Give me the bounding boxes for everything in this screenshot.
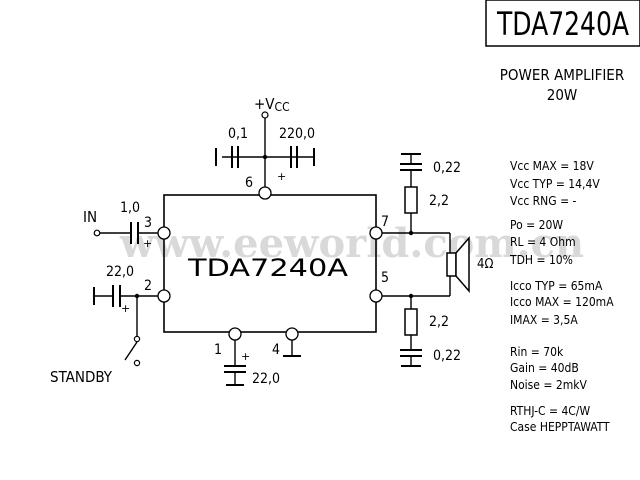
spec-name: Icco TYP xyxy=(510,279,558,293)
pin-3 xyxy=(157,226,171,240)
spec-name: Icco MAX xyxy=(510,295,563,309)
speaker-icon xyxy=(446,233,470,296)
spec-row: RL = 4 Ohm xyxy=(510,235,576,249)
spec-name: Vcc RNG xyxy=(510,194,560,208)
spec-value: = 65mA xyxy=(558,279,603,293)
zobel-resistor-bottom xyxy=(404,308,418,336)
spec-row: Po = 20W xyxy=(510,218,563,232)
part-number-title: TDA7240A xyxy=(496,5,629,43)
capacitor-pin-1 xyxy=(224,340,246,386)
pin-1-label: 1 xyxy=(214,342,222,358)
input-terminal xyxy=(93,229,131,237)
spec-value: = 2mkV xyxy=(543,378,587,392)
c-dec-small-label: 0,1 xyxy=(228,126,248,142)
zobel-capacitor-bottom xyxy=(400,335,422,367)
c-zobel-bottom-label: 0,22 xyxy=(433,348,461,364)
vcc-label-main: +V xyxy=(254,95,275,113)
spec-name: Po xyxy=(510,218,526,232)
c-zobel-top-label: 0,22 xyxy=(433,160,461,176)
c-in-label: 1,0 xyxy=(120,200,140,216)
spec-value: = 14,4V xyxy=(556,177,601,191)
r-zobel-bottom-label: 2,2 xyxy=(429,314,449,330)
vcc-label: +VCC xyxy=(254,95,290,114)
input-label: IN xyxy=(83,208,97,226)
capacitor-input xyxy=(130,222,158,244)
spec-name: RTHJ-C xyxy=(510,404,549,418)
zobel-resistor-top xyxy=(404,186,418,214)
spec-value: = - xyxy=(560,194,576,208)
vcc-junction-dot xyxy=(262,154,268,160)
pin-4-label: 4 xyxy=(272,342,280,358)
zobel-capacitor-top xyxy=(400,153,422,187)
standby-label: STANDBY xyxy=(50,368,113,386)
c-in-polarity: + xyxy=(143,237,152,250)
spec-value: HEPPTAWATT xyxy=(540,420,610,434)
spec-value: = 120mA xyxy=(563,295,615,309)
spec-name: Vcc MAX xyxy=(510,159,560,173)
pin-5-label: 5 xyxy=(381,270,389,286)
c-pin-1-label: 22,0 xyxy=(252,371,280,387)
vcc-supply-terminal xyxy=(261,111,269,188)
ground-pin-4 xyxy=(283,340,301,357)
spec-name: Case xyxy=(510,420,540,434)
spec-list: Vcc MAX = 18V Vcc TYP = 14,4V Vcc RNG = - P… xyxy=(509,159,614,434)
pin-6 xyxy=(258,186,272,200)
pin-2 xyxy=(157,289,171,303)
c-dec-large-label: 220,0 xyxy=(279,126,315,142)
spec-row: Vcc TYP = 14,4V xyxy=(510,177,600,191)
spec-row: Case HEPPTAWATT xyxy=(510,420,610,434)
spec-row: Noise = 2mkV xyxy=(510,378,587,392)
pin-5 xyxy=(369,289,383,303)
c-dec-polarity: + xyxy=(277,170,286,183)
pin-6-label: 6 xyxy=(245,175,253,191)
spec-row: RTHJ-C = 4C/W xyxy=(510,404,590,418)
vcc-label-subscript: CC xyxy=(275,100,290,114)
subtitle-power-rating: 20W xyxy=(547,86,578,104)
pin-2-label: 2 xyxy=(144,278,152,294)
c-pin-1-polarity: + xyxy=(241,350,250,363)
pin-1 xyxy=(228,327,242,341)
c-standby-polarity: + xyxy=(121,302,130,315)
spec-row: TDH = 10% xyxy=(509,253,573,267)
pin-4 xyxy=(285,327,299,341)
title-box xyxy=(485,0,640,47)
r-zobel-top-label: 2,2 xyxy=(429,193,449,209)
spec-name: Rin xyxy=(510,345,531,359)
spec-row: Icco TYP = 65mA xyxy=(510,279,603,293)
standby-switch xyxy=(124,296,141,367)
pin-7-label: 7 xyxy=(381,214,389,230)
spec-row: IMAX = 3,5A xyxy=(510,313,578,327)
spec-row: Icco MAX = 120mA xyxy=(510,295,614,309)
spec-value: = 40dB xyxy=(538,361,578,375)
spec-value: = 4 Ohm xyxy=(527,235,576,249)
spec-name: Vcc TYP xyxy=(510,177,556,191)
spec-row: Rin = 70k xyxy=(510,345,564,359)
spec-value: = 70k xyxy=(531,345,564,359)
spec-name: Noise xyxy=(510,378,543,392)
capacitor-220-0 xyxy=(290,146,315,168)
spec-name: TDH xyxy=(509,253,536,267)
spec-value: = 4C/W xyxy=(549,404,591,418)
speaker-impedance-label: 4Ω xyxy=(477,257,493,272)
spec-name: RL xyxy=(510,235,527,249)
spec-value: = 18V xyxy=(560,159,594,173)
spec-row: Gain = 40dB xyxy=(510,361,579,375)
spec-row: Vcc MAX = 18V xyxy=(510,159,594,173)
watermark: www.eeworld.com.cn xyxy=(119,220,584,267)
spec-value: = 3,5A xyxy=(541,313,579,327)
c-standby-label: 22,0 xyxy=(106,264,134,280)
spec-value: = 20W xyxy=(526,218,563,232)
capacitor-0-1 xyxy=(215,146,239,168)
subtitle-power-amplifier: POWER AMPLIFIER xyxy=(500,66,624,84)
spec-row: Vcc RNG = - xyxy=(510,194,577,208)
spec-value: = 10% xyxy=(536,253,572,267)
spec-name: IMAX xyxy=(510,313,541,327)
pin-3-label: 3 xyxy=(144,215,152,231)
spec-name: Gain xyxy=(510,361,538,375)
ic-label: TDA7240A xyxy=(187,254,349,282)
